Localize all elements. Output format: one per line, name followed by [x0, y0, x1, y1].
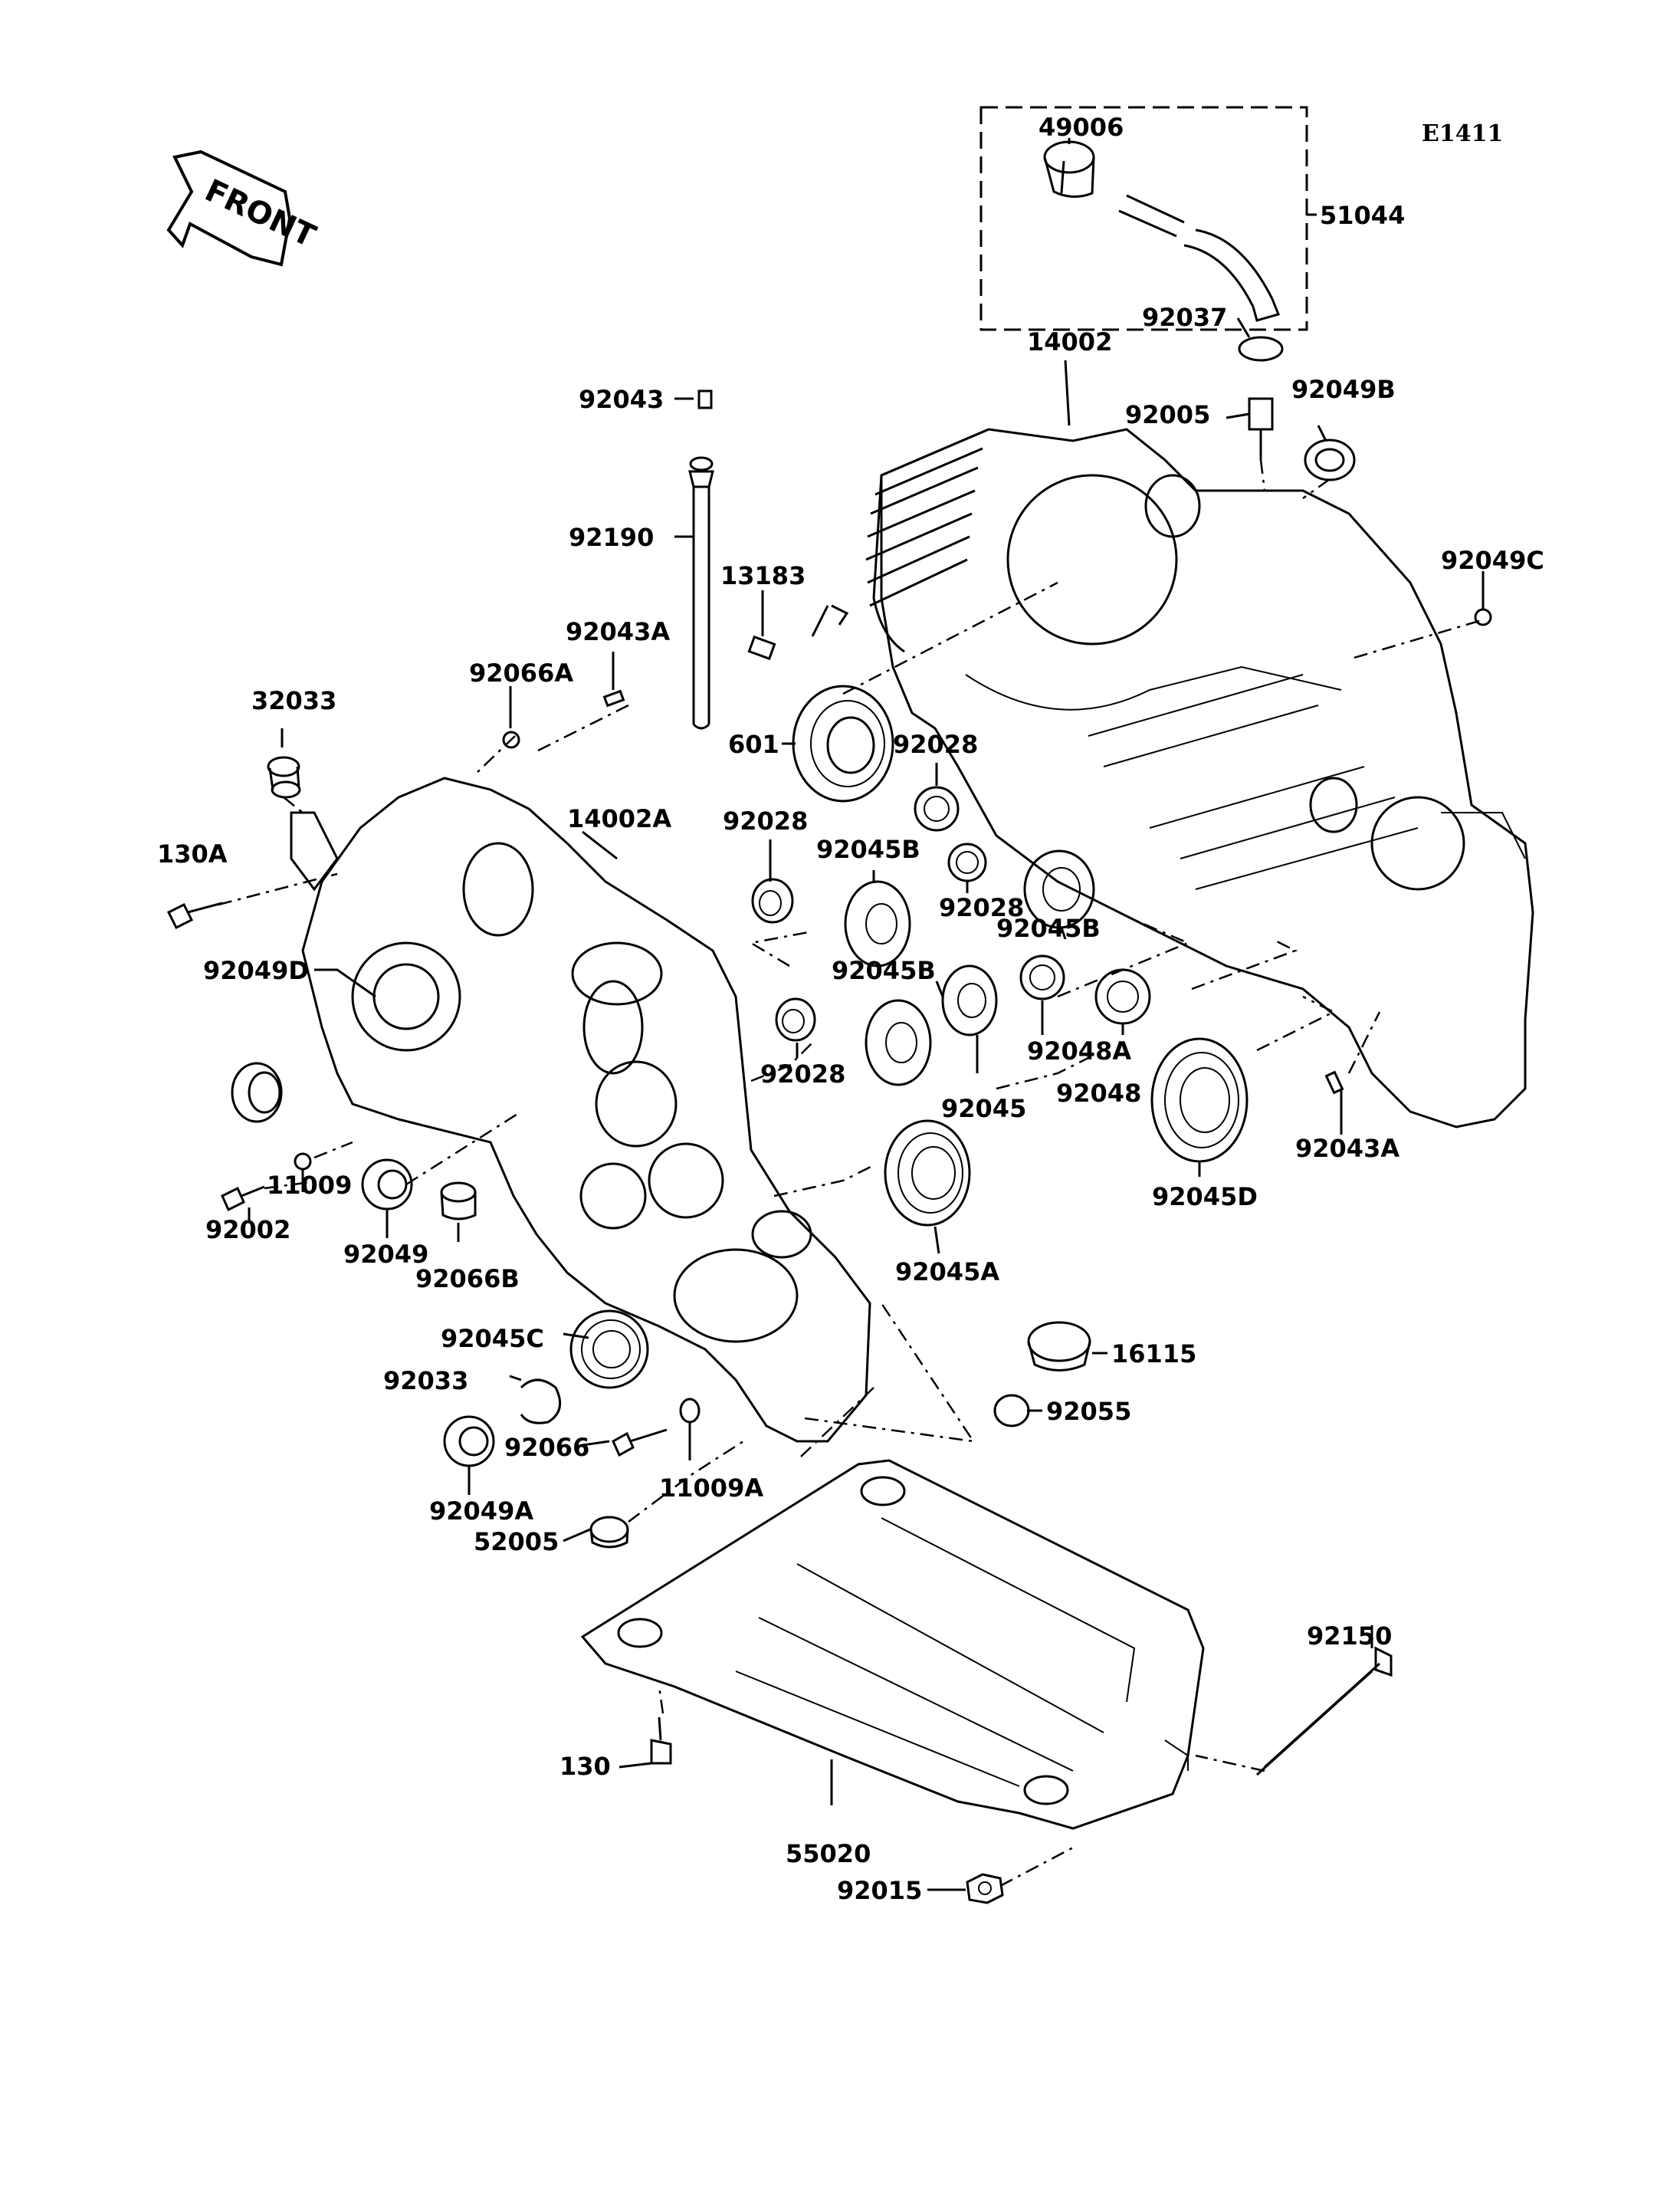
bearing-a-part	[884, 1119, 971, 1227]
callout-92066b: 92066B	[415, 1264, 520, 1293]
pin-top-part	[602, 689, 625, 708]
callout-92028-c: 92028	[939, 893, 1025, 922]
callout-51044: 51044	[1320, 201, 1406, 230]
oil-filler-cap-part	[1027, 1321, 1091, 1372]
breather-cap-part	[1043, 140, 1095, 198]
callout-16115: 16115	[1111, 1339, 1197, 1368]
pin-right-part	[1324, 1070, 1344, 1095]
callout-55020: 55020	[786, 1839, 871, 1868]
bolt-92066-part	[612, 1428, 668, 1457]
spring-part	[267, 756, 301, 799]
breather-hose-part	[1118, 194, 1281, 322]
callout-92049d: 92049D	[203, 956, 309, 985]
diagram-code: E1411	[1422, 120, 1504, 147]
crankcase-right-part	[865, 428, 1534, 1128]
bearing-b2-part	[1023, 849, 1095, 929]
callout-130a: 130A	[157, 839, 228, 869]
callout-92048a: 92048A	[1027, 1036, 1132, 1066]
callout-11009: 11009	[267, 1171, 353, 1200]
callout-14002a: 14002A	[567, 804, 672, 833]
callout-92049a: 92049A	[429, 1496, 534, 1526]
oil-seal-92049-part	[361, 1158, 413, 1211]
cap-52005-part	[589, 1516, 629, 1549]
callout-92150: 92150	[1307, 1621, 1393, 1651]
callout-92005: 92005	[1125, 400, 1211, 429]
clamp-part	[1238, 336, 1284, 362]
oil-seal-b-part	[1304, 439, 1356, 481]
callout-92049c: 92049C	[1441, 546, 1544, 575]
callout-92045b-b: 92045B	[996, 914, 1101, 943]
bolt-92002-part	[221, 1185, 265, 1212]
callout-92049: 92049	[343, 1240, 429, 1269]
circlip-part	[520, 1378, 562, 1424]
callout-92028-d: 92028	[760, 1059, 846, 1089]
oil-seal-a-part	[443, 1415, 495, 1467]
callout-130: 130	[559, 1752, 611, 1781]
callout-49006: 49006	[1039, 113, 1124, 142]
callout-92028-a: 92028	[893, 730, 979, 759]
callout-92028-b: 92028	[723, 806, 809, 836]
bearing-601-part	[792, 685, 894, 803]
plug-b-part	[440, 1181, 477, 1220]
callout-92045a: 92045A	[895, 1257, 1000, 1286]
oil-seal-d-part	[231, 1062, 283, 1123]
callout-11009a: 11009A	[659, 1473, 764, 1503]
nut-92015-part	[966, 1873, 1004, 1904]
plug-a-part	[502, 731, 520, 749]
washer-a-part	[679, 1398, 701, 1424]
breather-kit-box	[979, 106, 1308, 331]
callout-92048: 92048	[1056, 1079, 1142, 1108]
callout-92045b-c: 92045B	[832, 956, 936, 985]
callout-92045c: 92045C	[441, 1324, 544, 1353]
front-arrow-icon: FRONT	[166, 149, 321, 267]
callout-52005: 52005	[474, 1527, 559, 1556]
callout-92066a: 92066A	[469, 659, 574, 688]
gasket-11009-part	[294, 1152, 312, 1171]
bolt-130a-part	[166, 902, 223, 930]
fitting-part	[1248, 397, 1274, 460]
bolt-130-part	[650, 1716, 672, 1765]
callout-92033: 92033	[383, 1366, 469, 1395]
callout-92043a-top: 92043A	[566, 617, 671, 646]
bearing-b1-part	[844, 880, 911, 967]
callout-92045d: 92045D	[1152, 1182, 1258, 1211]
callout-92043: 92043	[579, 385, 664, 414]
callout-13183: 13183	[720, 561, 806, 590]
bearing-b3-part	[865, 999, 932, 1086]
bushing-a-part	[914, 786, 960, 832]
callout-92049b: 92049B	[1291, 375, 1396, 404]
callout-601: 601	[728, 730, 779, 759]
o-ring-part	[993, 1394, 1030, 1427]
bearing-d-part	[1150, 1037, 1249, 1163]
bushing-92048a-part	[1019, 954, 1065, 1000]
callout-92055: 92055	[1046, 1397, 1132, 1426]
bushing-c-part	[947, 843, 987, 882]
plug-c-part	[1474, 608, 1492, 626]
callout-92045b-a: 92045B	[816, 835, 920, 864]
bushing-d-part	[775, 997, 816, 1042]
callout-14002: 14002	[1027, 327, 1113, 356]
bushing-b-part	[751, 878, 794, 924]
plate-and-bolt-part	[747, 604, 849, 661]
dipstick-part	[688, 389, 714, 730]
callout-92015: 92015	[837, 1876, 923, 1905]
bolt-92150-part	[1255, 1646, 1393, 1776]
callout-92002: 92002	[205, 1215, 291, 1244]
crankcase-left-part	[290, 777, 871, 1443]
callout-92043a-right: 92043A	[1295, 1134, 1400, 1163]
callout-92066: 92066	[504, 1433, 590, 1462]
bearing-c-part	[569, 1309, 649, 1389]
callout-92045: 92045	[941, 1094, 1027, 1123]
skid-plate-part	[580, 1459, 1205, 1830]
callout-92037: 92037	[1142, 303, 1228, 332]
callout-32033: 32033	[251, 686, 337, 715]
bearing-92045-part	[941, 964, 998, 1036]
callout-92190: 92190	[569, 523, 655, 552]
